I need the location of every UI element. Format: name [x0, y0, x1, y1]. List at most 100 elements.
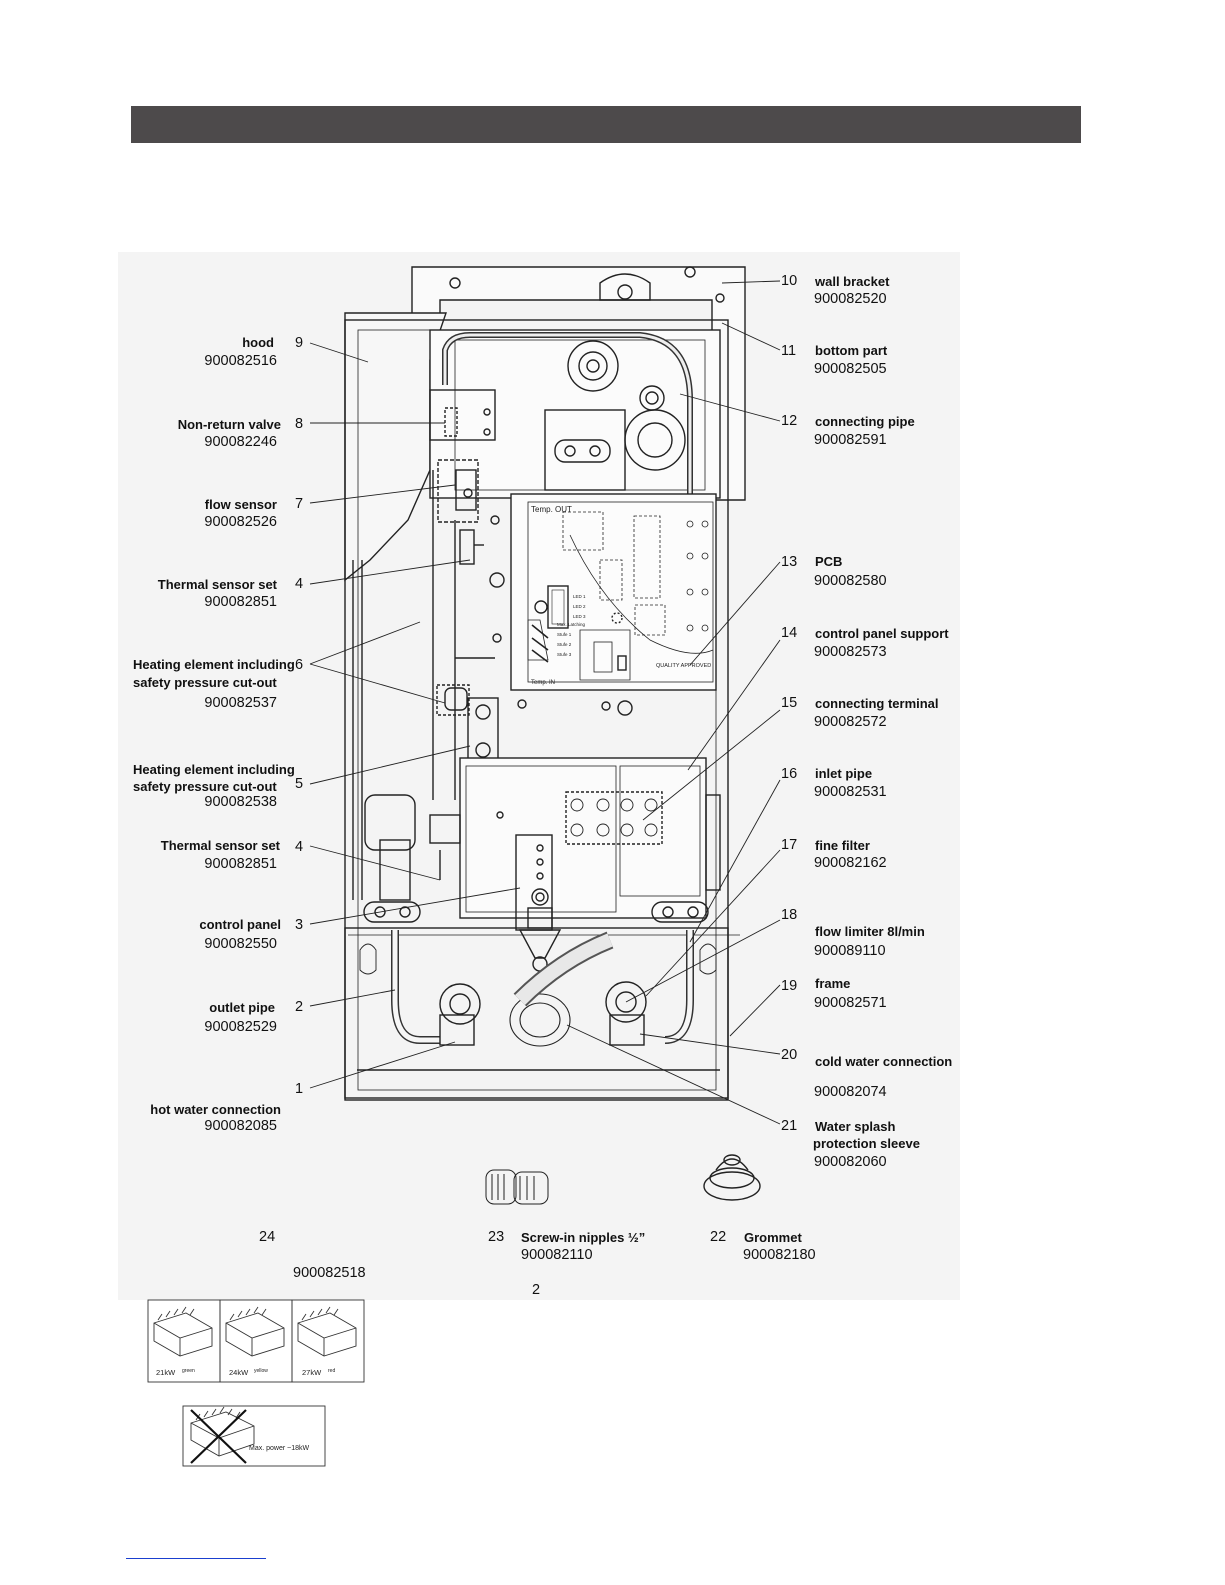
terminal-block-21kw [153, 1306, 213, 1357]
right-label-6-name: inlet pipe [815, 766, 873, 781]
right-label-7-number: 17 [781, 837, 798, 853]
left-label-8-name: outlet pipe [209, 1000, 275, 1015]
label-22-code: 900082180 [743, 1247, 816, 1263]
left-label-8-code: 900082529 [204, 1019, 277, 1035]
right-label-4-number: 14 [781, 625, 798, 641]
right-label-11-name: Water splash [815, 1119, 896, 1134]
right-label-0-number: 10 [781, 273, 798, 289]
label-22-name: Grommet [744, 1230, 802, 1245]
left-label-5-number: 5 [295, 776, 304, 792]
left-label-9-name: hot water connection [150, 1102, 281, 1117]
right-label-7-name: fine filter [815, 838, 870, 853]
right-label-4-code: 900082573 [814, 644, 887, 660]
pcb-stage3-text: Stufe 3 [557, 652, 572, 657]
pcb-temp-in-text: Temp. IN [531, 680, 555, 686]
splash-sleeve-shape [509, 931, 614, 1047]
cross-out-line-2 [190, 1409, 247, 1464]
left-label-6-name: Thermal sensor set [160, 838, 280, 853]
left-label-5-code: 900082538 [204, 794, 277, 810]
pcb-quality-text: QUALITY APPROVED [656, 663, 711, 669]
left-label-2-code: 900082526 [204, 514, 277, 530]
left-label-9-code: 900082085 [204, 1118, 277, 1134]
left-label-3-code: 900082851 [204, 594, 277, 610]
left-label-1-number: 8 [295, 416, 304, 432]
left-label-4-number: 6 [295, 657, 304, 673]
terminal-block-24kw [225, 1306, 285, 1357]
terminal-blocks-illustration: 21kW green 24kW yellow 27kW red Max. pow… [147, 1299, 365, 1467]
right-label-4-name: control panel support [815, 626, 949, 641]
left-label-7-code: 900082550 [204, 936, 277, 952]
right-label-5-number: 15 [781, 695, 798, 711]
right-label-6-number: 16 [781, 766, 798, 782]
footer-rule [126, 1558, 266, 1559]
terminal-27kw-label: 27kW [302, 1368, 322, 1377]
right-label-7-code: 900082162 [814, 855, 887, 871]
left-label-0-name: hood [242, 335, 274, 350]
hood-shape [344, 312, 447, 582]
pcb-led1-text: LED 1 [573, 594, 586, 599]
right-label-3-number: 13 [781, 554, 798, 570]
exploded-parts-diagram: Temp. OUT Temp. IN QUALITY APPROVED Max.… [309, 266, 781, 1205]
connecting-terminal-shape [565, 791, 663, 845]
max-power-note: Max. power ~18kW [249, 1445, 309, 1452]
left-label-7-name: control panel [199, 917, 281, 932]
left-label-1-code: 900082246 [204, 434, 277, 450]
right-label-1-number: 11 [781, 343, 797, 359]
right-label-8-code: 900089110 [814, 943, 886, 959]
right-label-9-number: 19 [781, 978, 798, 994]
right-label-9-code: 900082571 [814, 995, 887, 1011]
outlet-pipe-shape [391, 930, 440, 1044]
right-label-11-name-line2: protection sleeve [813, 1136, 920, 1151]
right-label-8-name: flow limiter 8l/min [815, 924, 925, 939]
right-label-2-number: 12 [781, 413, 798, 429]
right-label-1-name: bottom part [815, 343, 888, 358]
terminal-block-27kw [297, 1306, 357, 1357]
right-label-0-name: wall bracket [815, 274, 890, 289]
right-label-6-code: 900082531 [814, 784, 887, 800]
left-label-5-name-line2: safety pressure cut-out [133, 779, 277, 794]
right-label-2-code: 900082591 [814, 432, 887, 448]
left-label-6-number: 4 [295, 839, 304, 855]
terminal-24kw-label: 24kW [229, 1368, 249, 1377]
label-24-code: 900082518 [293, 1265, 366, 1281]
pcb-shape [510, 493, 717, 691]
left-label-3-name: Thermal sensor set [157, 577, 277, 592]
right-label-5-code: 900082572 [814, 714, 887, 730]
left-label-7-number: 3 [295, 917, 304, 933]
pcb-stage2-text: Stufe 2 [557, 642, 572, 647]
right-label-5-name: connecting terminal [815, 696, 939, 711]
housing-shape [344, 319, 729, 1101]
right-label-8-number: 18 [781, 907, 798, 923]
header-bar [131, 106, 1081, 143]
terminal-24kw-color: yellow [254, 1368, 268, 1374]
frame-shape [344, 927, 729, 1099]
non-return-valve-shape [429, 389, 496, 441]
left-label-1-name: Non-return valve [177, 417, 281, 432]
left-label-0-code: 900082516 [204, 353, 277, 369]
pcb-temp-out-text: Temp. OUT [531, 505, 572, 514]
right-label-0-code: 900082520 [814, 291, 887, 307]
left-label-6-code: 900082851 [204, 856, 277, 872]
nipples-shape [485, 1169, 549, 1205]
label-22-number: 22 [710, 1229, 727, 1245]
pcb-stage1-text: Stufe 1 [557, 632, 572, 637]
extra-number: 2 [532, 1282, 541, 1298]
label-23-name: Screw-in nipples ½” [521, 1230, 646, 1245]
terminal-21kw-label: 21kW [156, 1368, 176, 1377]
left-label-8-number: 2 [295, 999, 304, 1015]
terminal-27kw-color: red [328, 1368, 335, 1374]
pcb-led3-text: LED 3 [573, 614, 586, 619]
left-label-2-name: flow sensor [204, 497, 277, 512]
left-label-3-number: 4 [295, 576, 304, 592]
label-24-number: 24 [259, 1229, 276, 1245]
label-23-number: 23 [488, 1229, 505, 1245]
right-label-10-number: 20 [781, 1047, 798, 1063]
left-label-9-number: 1 [295, 1081, 304, 1097]
pcb-max-latching-text: Max. Latching [557, 622, 586, 627]
left-label-4-name: Heating element including [133, 657, 295, 672]
control-panel-support-shape [459, 757, 707, 919]
left-label-5-name: Heating element including [133, 762, 295, 777]
right-label-1-code: 900082505 [814, 361, 887, 377]
right-label-10-name: cold water connection [815, 1054, 953, 1069]
right-label-11-code: 900082060 [814, 1154, 887, 1170]
